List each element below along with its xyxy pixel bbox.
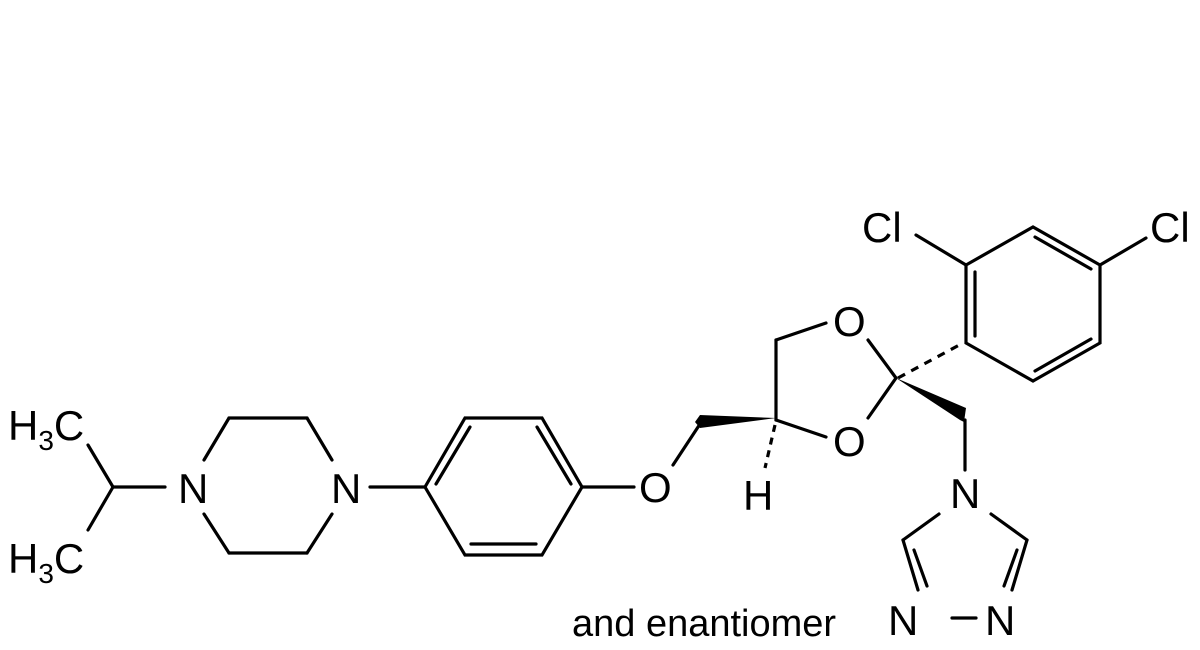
double-bond-inner xyxy=(535,425,573,486)
ether-oxygen-label: O xyxy=(639,464,672,511)
bond xyxy=(901,512,941,542)
triazole-n4-label: N xyxy=(950,470,980,517)
bond xyxy=(305,416,334,462)
ring xyxy=(423,416,584,557)
dioxolane-o1-label: O xyxy=(833,298,866,345)
double-bond-inner xyxy=(1033,235,1093,271)
double-bond-inner xyxy=(434,425,472,486)
double-bond-inner xyxy=(1002,548,1019,588)
piperazine-n2-label: N xyxy=(331,465,361,512)
double-bond-inner xyxy=(1033,337,1093,373)
ring xyxy=(964,225,1102,383)
caption-enantiomer: and enantiomer xyxy=(572,603,836,645)
ether-linker: O xyxy=(639,415,776,511)
dichlorophenyl-ring: Cl Cl xyxy=(862,204,1190,383)
hash-bond xyxy=(763,424,777,469)
bond xyxy=(866,376,898,420)
bond xyxy=(774,321,828,342)
bond xyxy=(202,416,231,462)
phenylene-ring xyxy=(423,416,636,557)
dioxolane-o3-label: O xyxy=(833,418,866,465)
chlorine-para-label: Cl xyxy=(1150,204,1190,251)
bond-methyl-top xyxy=(86,443,115,489)
methyl-bottom-label: H3C xyxy=(8,535,84,589)
methyl-top-label: H3C xyxy=(8,402,84,456)
bond xyxy=(305,512,334,555)
wedge-bond xyxy=(695,415,776,428)
chlorine-ortho-label: Cl xyxy=(862,204,902,251)
bond xyxy=(989,512,1029,542)
bond xyxy=(866,338,898,380)
triazole-n2-label: N xyxy=(985,597,1015,644)
isopropyl-group: H3C H3C xyxy=(8,402,167,589)
dioxolane-ring: O O H xyxy=(743,298,966,519)
triazole-n1-label: N xyxy=(888,597,918,644)
bond-methyl-bottom xyxy=(86,485,115,532)
wedge-bond-ch2 xyxy=(896,378,966,422)
bond xyxy=(901,538,920,592)
piperazine-ring: N N xyxy=(178,416,427,555)
piperazine-n1-label: N xyxy=(178,465,208,512)
bond xyxy=(774,418,828,439)
double-bond-inner xyxy=(912,548,929,588)
bond xyxy=(202,512,231,555)
triazole-ring: N N N xyxy=(888,418,1029,644)
hash-bond-aryl xyxy=(897,341,964,380)
bond xyxy=(671,422,702,467)
stereo-h-label: H xyxy=(743,472,773,519)
bond xyxy=(1010,538,1029,592)
bond-cl xyxy=(1098,236,1148,267)
bond-cl xyxy=(914,233,968,267)
